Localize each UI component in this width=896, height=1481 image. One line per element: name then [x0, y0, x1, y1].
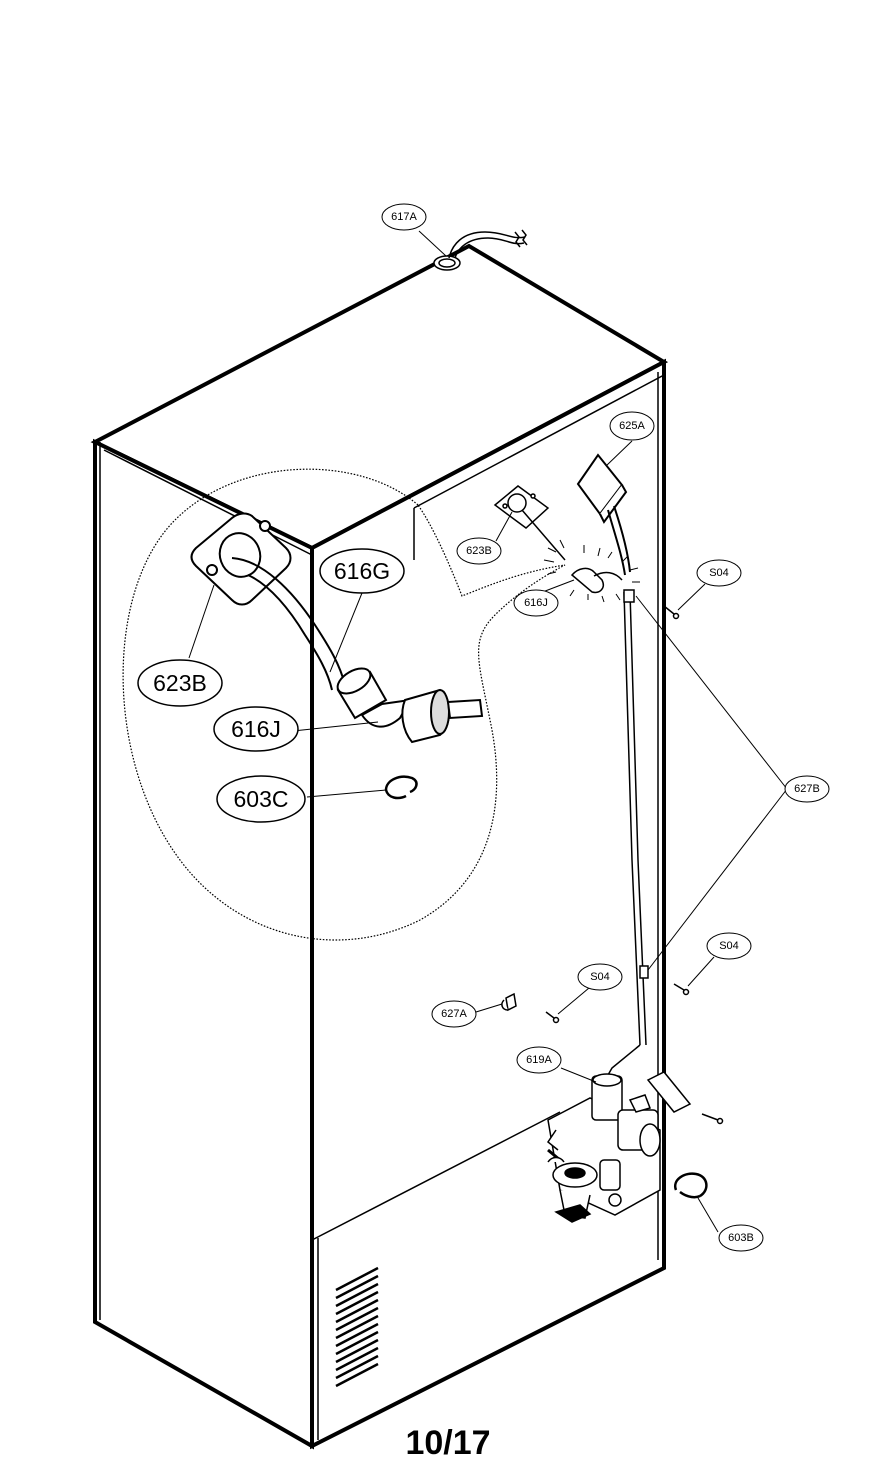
- screw-bottom: [701, 1113, 724, 1125]
- bracket-623b: [493, 485, 566, 561]
- callout-616j: 616J: [513, 589, 559, 617]
- detail-callout-603c: 603C: [216, 775, 306, 823]
- detail-bubble: [122, 468, 566, 941]
- callout-603b: 603B: [718, 1224, 764, 1252]
- callout-617a-text: 617A: [391, 211, 417, 223]
- callout-619a: 619A: [516, 1046, 562, 1074]
- vent-grille: [335, 1266, 379, 1388]
- fitting-616j: [543, 539, 640, 603]
- callout-623b: 623B: [456, 537, 502, 565]
- detail-tube-616g: [231, 557, 346, 691]
- callout-625a-text: 625A: [619, 420, 645, 432]
- detail-callout-603c-text: 603C: [234, 786, 289, 812]
- callout-623b-text: 623B: [466, 545, 492, 557]
- detail-callout-623b: 623B: [137, 659, 223, 707]
- callouts: 617A 625A 623B 616J S04 627B S04 S04: [381, 203, 830, 1252]
- callout-619a-text: 619A: [526, 1054, 552, 1066]
- grommet-617a: [433, 229, 528, 271]
- callout-s04-mid: S04: [706, 932, 752, 960]
- callout-s04-mid-text: S04: [719, 940, 739, 952]
- cabinet-outline: [90, 243, 669, 1450]
- callout-s04-top: S04: [696, 559, 742, 587]
- callout-627a: 627A: [431, 1000, 477, 1028]
- callout-625a: 625A: [609, 411, 655, 441]
- callout-616j-text: 616J: [524, 597, 548, 609]
- detail-callout-623b-text: 623B: [153, 670, 207, 696]
- callout-s04-top-text: S04: [709, 567, 729, 579]
- detail-fitting-616j: [336, 667, 484, 744]
- clamp-627a: [501, 992, 517, 1012]
- water-tube: [607, 589, 649, 1076]
- detail-callout-616g: 616G: [319, 548, 405, 594]
- detail-callout-616g-text: 616G: [334, 558, 390, 584]
- detail-callout-616j: 616J: [213, 706, 299, 752]
- callout-627b-text: 627B: [794, 783, 820, 795]
- callout-627b: 627B: [784, 775, 830, 803]
- leader-lines: [188, 230, 788, 1233]
- callout-603b-text: 603B: [728, 1232, 754, 1244]
- page-number: 10/17: [405, 1424, 491, 1462]
- callout-627a-text: 627A: [441, 1008, 467, 1020]
- screw-s04-top: [663, 605, 680, 620]
- screw-s04-left: [545, 1011, 560, 1024]
- detail-bracket-623b: [190, 512, 292, 606]
- callout-s04-left-text: S04: [590, 971, 610, 983]
- screw-s04-mid: [673, 983, 690, 996]
- clip-603b: [673, 1172, 708, 1199]
- callout-s04-left: S04: [577, 963, 623, 991]
- water-valve-619a: [546, 1071, 692, 1223]
- detail-clip-603c: [384, 775, 418, 800]
- callout-617a: 617A: [381, 203, 427, 231]
- detail-callouts: 616G 623B 616J 603C: [137, 548, 405, 823]
- detail-callout-616j-text: 616J: [231, 716, 281, 742]
- module-625a: [576, 453, 631, 576]
